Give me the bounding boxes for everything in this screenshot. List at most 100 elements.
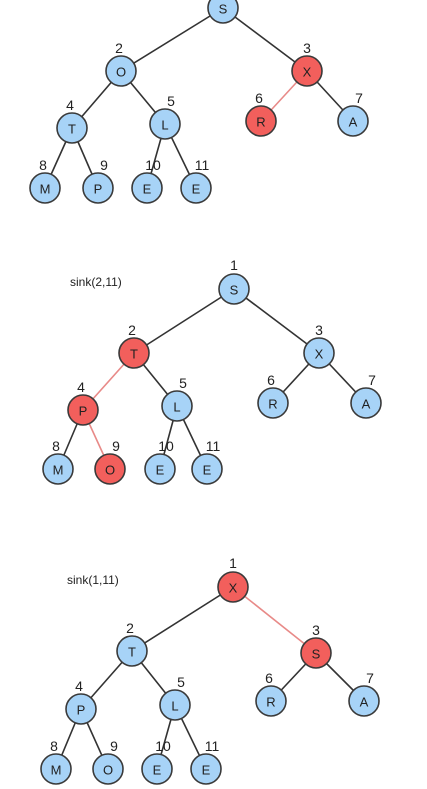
node-index: 2 [115, 40, 123, 56]
edge-1-2 [133, 288, 235, 354]
node-circle [141, 753, 173, 785]
edge-1-2 [131, 586, 234, 652]
node-circle [257, 387, 289, 419]
node-index: 9 [100, 157, 108, 173]
node-label: T [68, 122, 76, 137]
highlighted-node-circle [291, 55, 323, 87]
heap-node-7: A7 [350, 372, 382, 419]
node-index: 4 [66, 97, 74, 113]
heap-node-9: P9 [82, 157, 114, 204]
heap-node-3: S3 [300, 622, 332, 669]
node-label: A [362, 397, 371, 412]
node-index: 3 [303, 40, 311, 56]
node-label: E [202, 763, 211, 778]
node-circle [65, 693, 97, 725]
highlighted-node-circle [118, 337, 150, 369]
node-circle [218, 273, 250, 305]
heap-node-6: R6 [255, 670, 287, 717]
node-circle [105, 55, 137, 87]
node-circle [190, 753, 222, 785]
node-index: 9 [112, 438, 120, 454]
highlighted-node-circle [217, 571, 249, 603]
node-index: 5 [177, 674, 185, 690]
node-label: A [360, 695, 369, 710]
edge-1-3 [232, 586, 317, 654]
node-circle [255, 685, 287, 717]
node-index: 4 [75, 678, 83, 694]
node-label: E [153, 763, 162, 778]
node-index: 7 [366, 670, 374, 686]
node-label: P [79, 404, 88, 419]
heap-node-11: E11 [180, 157, 212, 204]
node-circle [159, 689, 191, 721]
node-label: L [161, 118, 168, 133]
node-index: 8 [50, 738, 58, 754]
node-circle [161, 390, 193, 422]
node-circle [337, 105, 369, 137]
heap-node-3: X3 [291, 40, 323, 87]
node-index: 10 [145, 157, 161, 173]
node-circle [92, 753, 124, 785]
node-label: T [130, 347, 138, 362]
heap-node-1: X1 [217, 555, 249, 603]
node-label: P [94, 182, 103, 197]
edge-1-3 [222, 7, 308, 72]
edge-1-3 [233, 288, 320, 354]
heap-node-7: A7 [348, 670, 380, 717]
sink-caption: sink(2,11) [70, 275, 122, 289]
node-circle [82, 172, 114, 204]
heap-node-2: O2 [105, 40, 137, 87]
node-label: S [312, 647, 321, 662]
node-index: 2 [128, 322, 136, 338]
node-circle [144, 453, 176, 485]
heap-node-5: L5 [161, 375, 193, 422]
node-label: X [315, 347, 324, 362]
node-label: R [268, 397, 277, 412]
heap-node-10: E10 [141, 738, 173, 785]
node-label: E [143, 182, 152, 197]
node-index: 7 [368, 372, 376, 388]
node-circle [116, 635, 148, 667]
node-index: 8 [39, 157, 47, 173]
heap-node-1: S1 [218, 257, 250, 305]
node-label: E [192, 182, 201, 197]
highlighted-node-circle [94, 453, 126, 485]
node-index: 4 [77, 379, 85, 395]
node-label: E [203, 463, 212, 478]
node-label: X [303, 65, 312, 80]
node-circle [149, 108, 181, 140]
highlighted-node-circle [300, 637, 332, 669]
heap-node-6: R6 [257, 372, 289, 419]
node-circle [29, 172, 61, 204]
node-label: S [219, 2, 228, 17]
heap-node-9: O9 [94, 438, 126, 485]
node-index: 5 [167, 93, 175, 109]
heap-node-10: E 10 [131, 157, 163, 204]
node-index: 3 [315, 322, 323, 338]
node-label: O [105, 463, 115, 478]
node-index: 9 [110, 738, 118, 754]
node-label: O [103, 763, 113, 778]
highlighted-node-circle [67, 394, 99, 426]
node-label: R [266, 695, 275, 710]
sink-caption: sink(1,11) [67, 573, 119, 587]
heap-node-11: E11 [191, 438, 223, 485]
heap-node-6: R6 [245, 90, 277, 137]
node-index: 3 [312, 622, 320, 638]
node-index: 10 [158, 438, 174, 454]
node-circle [40, 753, 72, 785]
node-circle [131, 172, 163, 204]
node-index: 1 [230, 257, 238, 273]
node-label: S [230, 283, 239, 298]
node-circle [180, 172, 212, 204]
tree-1: S1O2X3T4L5R6A7M8P9E10E11 [29, 0, 369, 204]
heap-node-5: L5 [149, 93, 181, 140]
node-label: M [51, 763, 62, 778]
node-index: 2 [126, 620, 134, 636]
heap-node-4: T4 [56, 97, 88, 144]
node-circle [348, 685, 380, 717]
heap-node-10: E10 [144, 438, 176, 485]
